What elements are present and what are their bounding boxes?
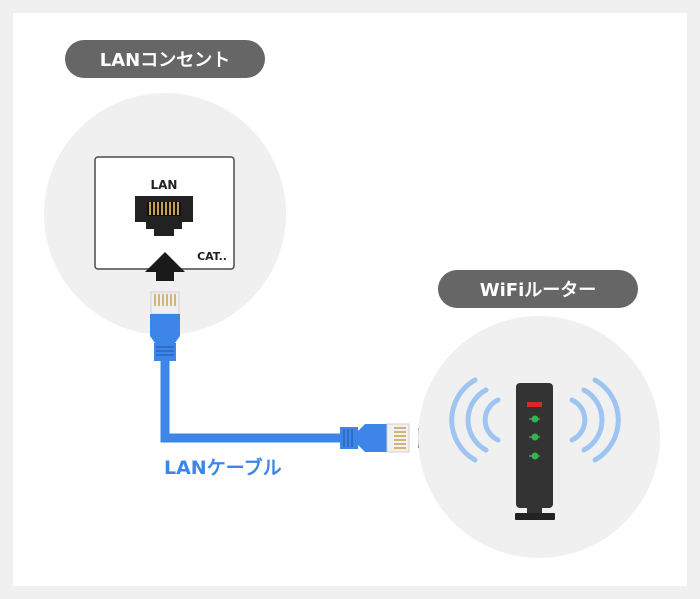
rj45-plug-icon (340, 423, 410, 453)
outlet-pill: LANコンセント (65, 40, 265, 78)
router-pill: WiFiルーター (438, 270, 638, 308)
cable-label: LANケーブル (164, 456, 282, 479)
lan-port-icon (135, 196, 193, 236)
router-pill-label: WiFiルーター (480, 280, 597, 301)
wifi-waves-icon (449, 377, 621, 463)
rj45-plug-icon (150, 291, 180, 361)
outlet-category-label: CAT.. (197, 250, 227, 263)
arrow-up-icon (145, 252, 185, 281)
router-icon (515, 383, 555, 520)
wall-outlet: LAN CAT.. (94, 156, 235, 270)
router-led-icon (531, 433, 539, 441)
router-led-icon (531, 452, 539, 460)
router-led-icon (531, 415, 539, 423)
lan-cable (160, 360, 342, 443)
outlet-port-label: LAN (151, 178, 178, 192)
outlet-pill-label: LANコンセント (100, 50, 230, 71)
